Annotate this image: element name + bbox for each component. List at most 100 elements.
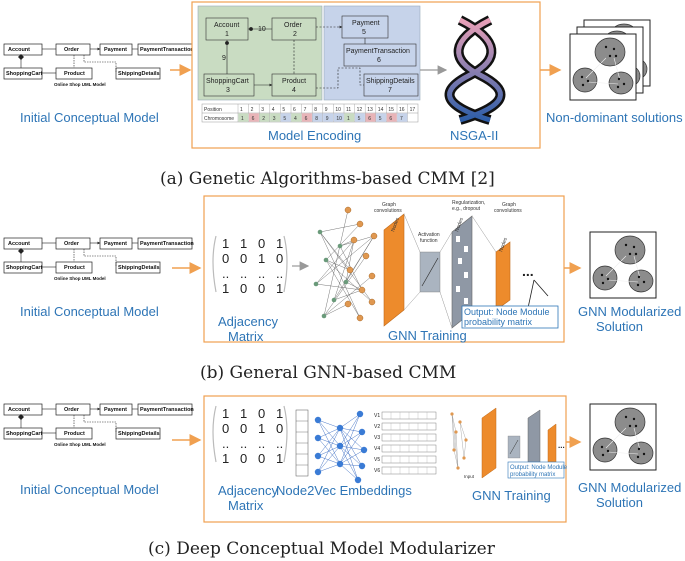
n2v-node bbox=[336, 442, 344, 450]
uml-model-c: Account Order Payment PaymentTransaction… bbox=[4, 404, 194, 447]
n2v-node bbox=[356, 410, 364, 418]
initial-model-label: Initial Conceptual Model bbox=[20, 482, 159, 497]
graph-network-b bbox=[313, 206, 378, 322]
graph-conv-label: Graph bbox=[382, 202, 396, 208]
matrix-cell: 1 bbox=[240, 406, 247, 421]
matrix-cell: 1 bbox=[276, 281, 283, 296]
encoding-node-name: Product bbox=[282, 78, 306, 85]
vector-label: V1 bbox=[374, 413, 380, 419]
n2v-node bbox=[358, 462, 366, 470]
table-gene: 3 bbox=[273, 116, 276, 122]
matrix-cell: .. bbox=[240, 436, 247, 451]
graph-node bbox=[313, 281, 319, 287]
graph-conv-label: Graph bbox=[502, 202, 516, 208]
uml-class: ShippingDetails bbox=[118, 71, 160, 77]
n2v-node bbox=[360, 446, 368, 454]
activation-label: Activation bbox=[418, 232, 440, 238]
caption-a: (a) Genetic Algorithms-based CMM [2] bbox=[160, 169, 495, 189]
input-label: Input bbox=[464, 474, 475, 479]
encoding-node-name: Order bbox=[284, 22, 303, 29]
graph-node bbox=[350, 236, 358, 244]
table-row-label: Chromosome bbox=[204, 116, 234, 122]
table-position: 16 bbox=[399, 107, 405, 113]
graph-node bbox=[317, 229, 323, 235]
ellipsis: ... bbox=[558, 441, 565, 450]
panel-c: Account Order Payment PaymentTransaction… bbox=[4, 395, 681, 559]
graph-conv-label: convolutions bbox=[374, 208, 402, 214]
uml-class: Order bbox=[64, 407, 80, 413]
n2v-node bbox=[354, 476, 362, 484]
output-box-b bbox=[461, 305, 559, 329]
graph-node bbox=[368, 298, 376, 306]
encoding-node-name: Account bbox=[214, 22, 239, 29]
table-gene: 6 bbox=[305, 116, 308, 122]
model-encoding-label: Model Encoding bbox=[268, 128, 361, 143]
panel-b: Account Order Payment PaymentTransaction… bbox=[4, 195, 681, 383]
table-position: 17 bbox=[410, 107, 416, 113]
mini-graph-node bbox=[464, 438, 468, 442]
non-dominant-solutions-icon bbox=[569, 19, 651, 101]
table-position: 10 bbox=[335, 107, 341, 113]
matrix-cell: .. bbox=[222, 266, 229, 281]
graph-node bbox=[343, 279, 349, 285]
encoding-node-num: 2 bbox=[293, 31, 297, 38]
encoding-node-num: 4 bbox=[292, 87, 296, 94]
gnn-solution-label: Solution bbox=[596, 319, 643, 334]
n2v-node bbox=[358, 428, 366, 436]
table-position: 3 bbox=[261, 107, 264, 113]
encoding-blue-area bbox=[323, 5, 421, 101]
encoding-node-name: Payment bbox=[352, 20, 380, 27]
nsga-label: NSGA-II bbox=[450, 128, 498, 143]
matrix-cell: 1 bbox=[240, 236, 247, 251]
encoding-node-num: 3 bbox=[226, 87, 230, 94]
matrix-cell: .. bbox=[240, 266, 247, 281]
uml-class: ShoppingCart bbox=[6, 71, 43, 77]
table-gene: 1 bbox=[241, 116, 244, 122]
caption-c: (c) Deep Conceptual Model Modularizer bbox=[148, 539, 496, 559]
nodes-tag: Nodes bbox=[454, 217, 465, 233]
nodes-tag: Nodes bbox=[498, 237, 509, 253]
matrix-cell: 1 bbox=[276, 406, 283, 421]
panel-a: Account Order Payment PaymentTransaction… bbox=[4, 1, 683, 189]
table-position: 15 bbox=[388, 107, 394, 113]
matrix-cell: 0 bbox=[240, 251, 247, 266]
edge-label: 10 bbox=[258, 26, 266, 33]
output-box-text: Output: Node Module bbox=[510, 465, 568, 471]
uml-class: Payment bbox=[104, 407, 127, 413]
matrix-cell: 0 bbox=[240, 451, 247, 466]
caption-b: (b) General GNN-based CMM bbox=[200, 363, 456, 383]
uml-class: Account bbox=[8, 407, 30, 413]
uml-class: PaymentTransaction bbox=[140, 47, 194, 53]
graph-node bbox=[356, 314, 364, 322]
uml-class: Order bbox=[64, 241, 80, 247]
table-gene: 6 bbox=[368, 116, 371, 122]
mini-graph-node bbox=[462, 456, 466, 460]
gnn-solution-label: Solution bbox=[596, 495, 643, 510]
matrix-cell: 1 bbox=[276, 236, 283, 251]
table-gene: 5 bbox=[379, 116, 382, 122]
gnn-training-label: GNN Training bbox=[388, 328, 467, 343]
mini-graph-node bbox=[458, 420, 462, 424]
gnn-layers-b: Nodes Graph convolutions Activation func… bbox=[374, 200, 549, 329]
matrix-label: Adjacency bbox=[218, 483, 278, 498]
n2v-node bbox=[314, 416, 322, 424]
graph-node bbox=[358, 286, 366, 294]
activation-label: function bbox=[420, 238, 438, 244]
table-gene: 2 bbox=[262, 116, 265, 122]
uml-caption: Online Shop UML Model bbox=[54, 82, 106, 87]
uml-model-b: Account Order Payment PaymentTransaction… bbox=[4, 238, 194, 281]
input-vector-column bbox=[295, 409, 309, 477]
table-gene: 4 bbox=[294, 116, 297, 122]
output-box-c bbox=[507, 461, 565, 479]
matrix-cell: .. bbox=[276, 266, 283, 281]
table-gene: 1 bbox=[347, 116, 350, 122]
output-box-text: Output: Node Module bbox=[464, 307, 550, 317]
uml-class: ShippingDetails bbox=[118, 431, 160, 437]
matrix-label: Adjacency bbox=[218, 314, 278, 329]
matrix-cell: 0 bbox=[258, 236, 265, 251]
uml-class: Order bbox=[64, 47, 80, 53]
